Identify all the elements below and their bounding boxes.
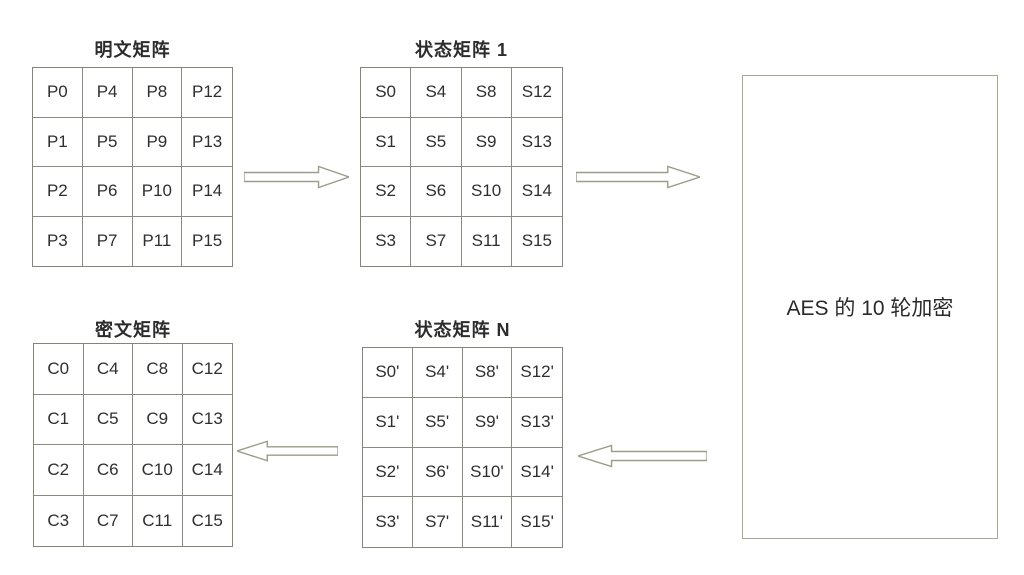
matrix-cell: S6' [412, 447, 463, 498]
state-matrix-n: 状态矩阵 N S0' S4' S8' S12' S1' S5' S9' S13'… [362, 311, 563, 548]
matrix-cell: S5' [412, 397, 463, 448]
matrix-cell: C15 [182, 495, 232, 546]
matrix-cell: S1' [363, 397, 413, 448]
matrix-cell: S4' [412, 348, 463, 398]
matrix-cell: S9 [461, 117, 512, 167]
matrix-cell: S15' [512, 497, 562, 547]
matrix-cell: P13 [182, 117, 232, 167]
matrix-cell: S13' [512, 397, 562, 448]
matrix-cell: P9 [132, 117, 183, 167]
matrix-cell: S12' [512, 348, 562, 398]
matrix-cell: S11' [462, 497, 513, 547]
matrix-cell: S4 [411, 68, 462, 118]
state-matrix-n-grid: S0' S4' S8' S12' S1' S5' S9' S13' S2' S6… [362, 347, 563, 548]
arrow-left-icon [578, 443, 707, 469]
state-matrix-1-title: 状态矩阵 1 [414, 40, 508, 60]
matrix-cell: C9 [133, 394, 183, 445]
matrix-cell: P1 [33, 117, 83, 167]
matrix-cell: C2 [34, 445, 84, 496]
matrix-cell: C7 [83, 495, 133, 546]
matrix-cell: P12 [182, 68, 232, 118]
matrix-cell: C4 [83, 344, 133, 395]
matrix-cell: P0 [33, 68, 83, 118]
matrix-cell: P10 [132, 167, 183, 217]
matrix-cell: P3 [33, 216, 83, 266]
matrix-cell: S8' [462, 348, 513, 398]
matrix-cell: P2 [33, 167, 83, 217]
matrix-cell: C8 [133, 344, 183, 395]
matrix-cell: C0 [34, 344, 84, 395]
matrix-cell: S3 [361, 216, 412, 266]
matrix-cell: S0 [361, 68, 412, 118]
matrix-cell: C5 [83, 394, 133, 445]
aes-rounds-box: AES 的 10 轮加密 [742, 75, 998, 539]
state-matrix-n-title: 状态矩阵 N [414, 320, 511, 340]
matrix-cell: C1 [34, 394, 84, 445]
matrix-cell: P5 [82, 117, 133, 167]
matrix-cell: S10 [461, 167, 512, 217]
matrix-cell: S13 [511, 117, 562, 167]
matrix-cell: S12 [511, 68, 562, 118]
matrix-cell: S3' [363, 497, 413, 547]
matrix-cell: S14' [512, 447, 562, 498]
matrix-cell: P6 [82, 167, 133, 217]
state-matrix-1-grid: S0 S4 S8 S12 S1 S5 S9 S13 S2 S6 S10 S14 … [360, 67, 563, 267]
matrix-cell: S0' [363, 348, 413, 398]
ciphertext-matrix: 密文矩阵 C0 C4 C8 C12 C1 C5 C9 C13 C2 C6 C10… [33, 314, 233, 547]
matrix-cell: S1 [361, 117, 412, 167]
matrix-cell: S8 [461, 68, 512, 118]
matrix-cell: C14 [182, 445, 232, 496]
aes-rounds-label: AES 的 10 轮加密 [786, 297, 954, 320]
matrix-cell: C11 [133, 495, 183, 546]
matrix-cell: S2' [363, 447, 413, 498]
matrix-cell: P8 [132, 68, 183, 118]
matrix-cell: S7 [411, 216, 462, 266]
ciphertext-matrix-title: 密文矩阵 [95, 319, 171, 340]
matrix-cell: P7 [82, 216, 133, 266]
matrix-cell: P11 [132, 216, 183, 266]
state-matrix-1: 状态矩阵 1 S0 S4 S8 S12 S1 S5 S9 S13 S2 S6 S… [360, 31, 563, 267]
arrow-right-icon [244, 164, 349, 190]
ciphertext-matrix-grid: C0 C4 C8 C12 C1 C5 C9 C13 C2 C6 C10 C14 … [33, 343, 233, 547]
plaintext-matrix-title: 明文矩阵 [94, 40, 171, 60]
arrow-right-icon [576, 164, 700, 190]
matrix-cell: P14 [182, 167, 232, 217]
matrix-cell: S15 [511, 216, 562, 266]
matrix-cell: C13 [182, 394, 232, 445]
matrix-cell: C3 [34, 495, 84, 546]
matrix-cell: S2 [361, 167, 412, 217]
arrow-left-icon [237, 439, 338, 463]
matrix-cell: S11 [461, 216, 512, 266]
matrix-cell: C6 [83, 445, 133, 496]
matrix-cell: S9' [462, 397, 513, 448]
matrix-cell: P4 [82, 68, 133, 118]
matrix-cell: S7' [412, 497, 463, 547]
plaintext-matrix: 明文矩阵 P0 P4 P8 P12 P1 P5 P9 P13 P2 P6 P10… [32, 31, 233, 267]
matrix-cell: C12 [182, 344, 232, 395]
matrix-cell: S14 [511, 167, 562, 217]
matrix-cell: S10' [462, 447, 513, 498]
matrix-cell: C10 [133, 445, 183, 496]
matrix-cell: S5 [411, 117, 462, 167]
plaintext-matrix-grid: P0 P4 P8 P12 P1 P5 P9 P13 P2 P6 P10 P14 … [32, 67, 233, 267]
matrix-cell: P15 [182, 216, 232, 266]
matrix-cell: S6 [411, 167, 462, 217]
